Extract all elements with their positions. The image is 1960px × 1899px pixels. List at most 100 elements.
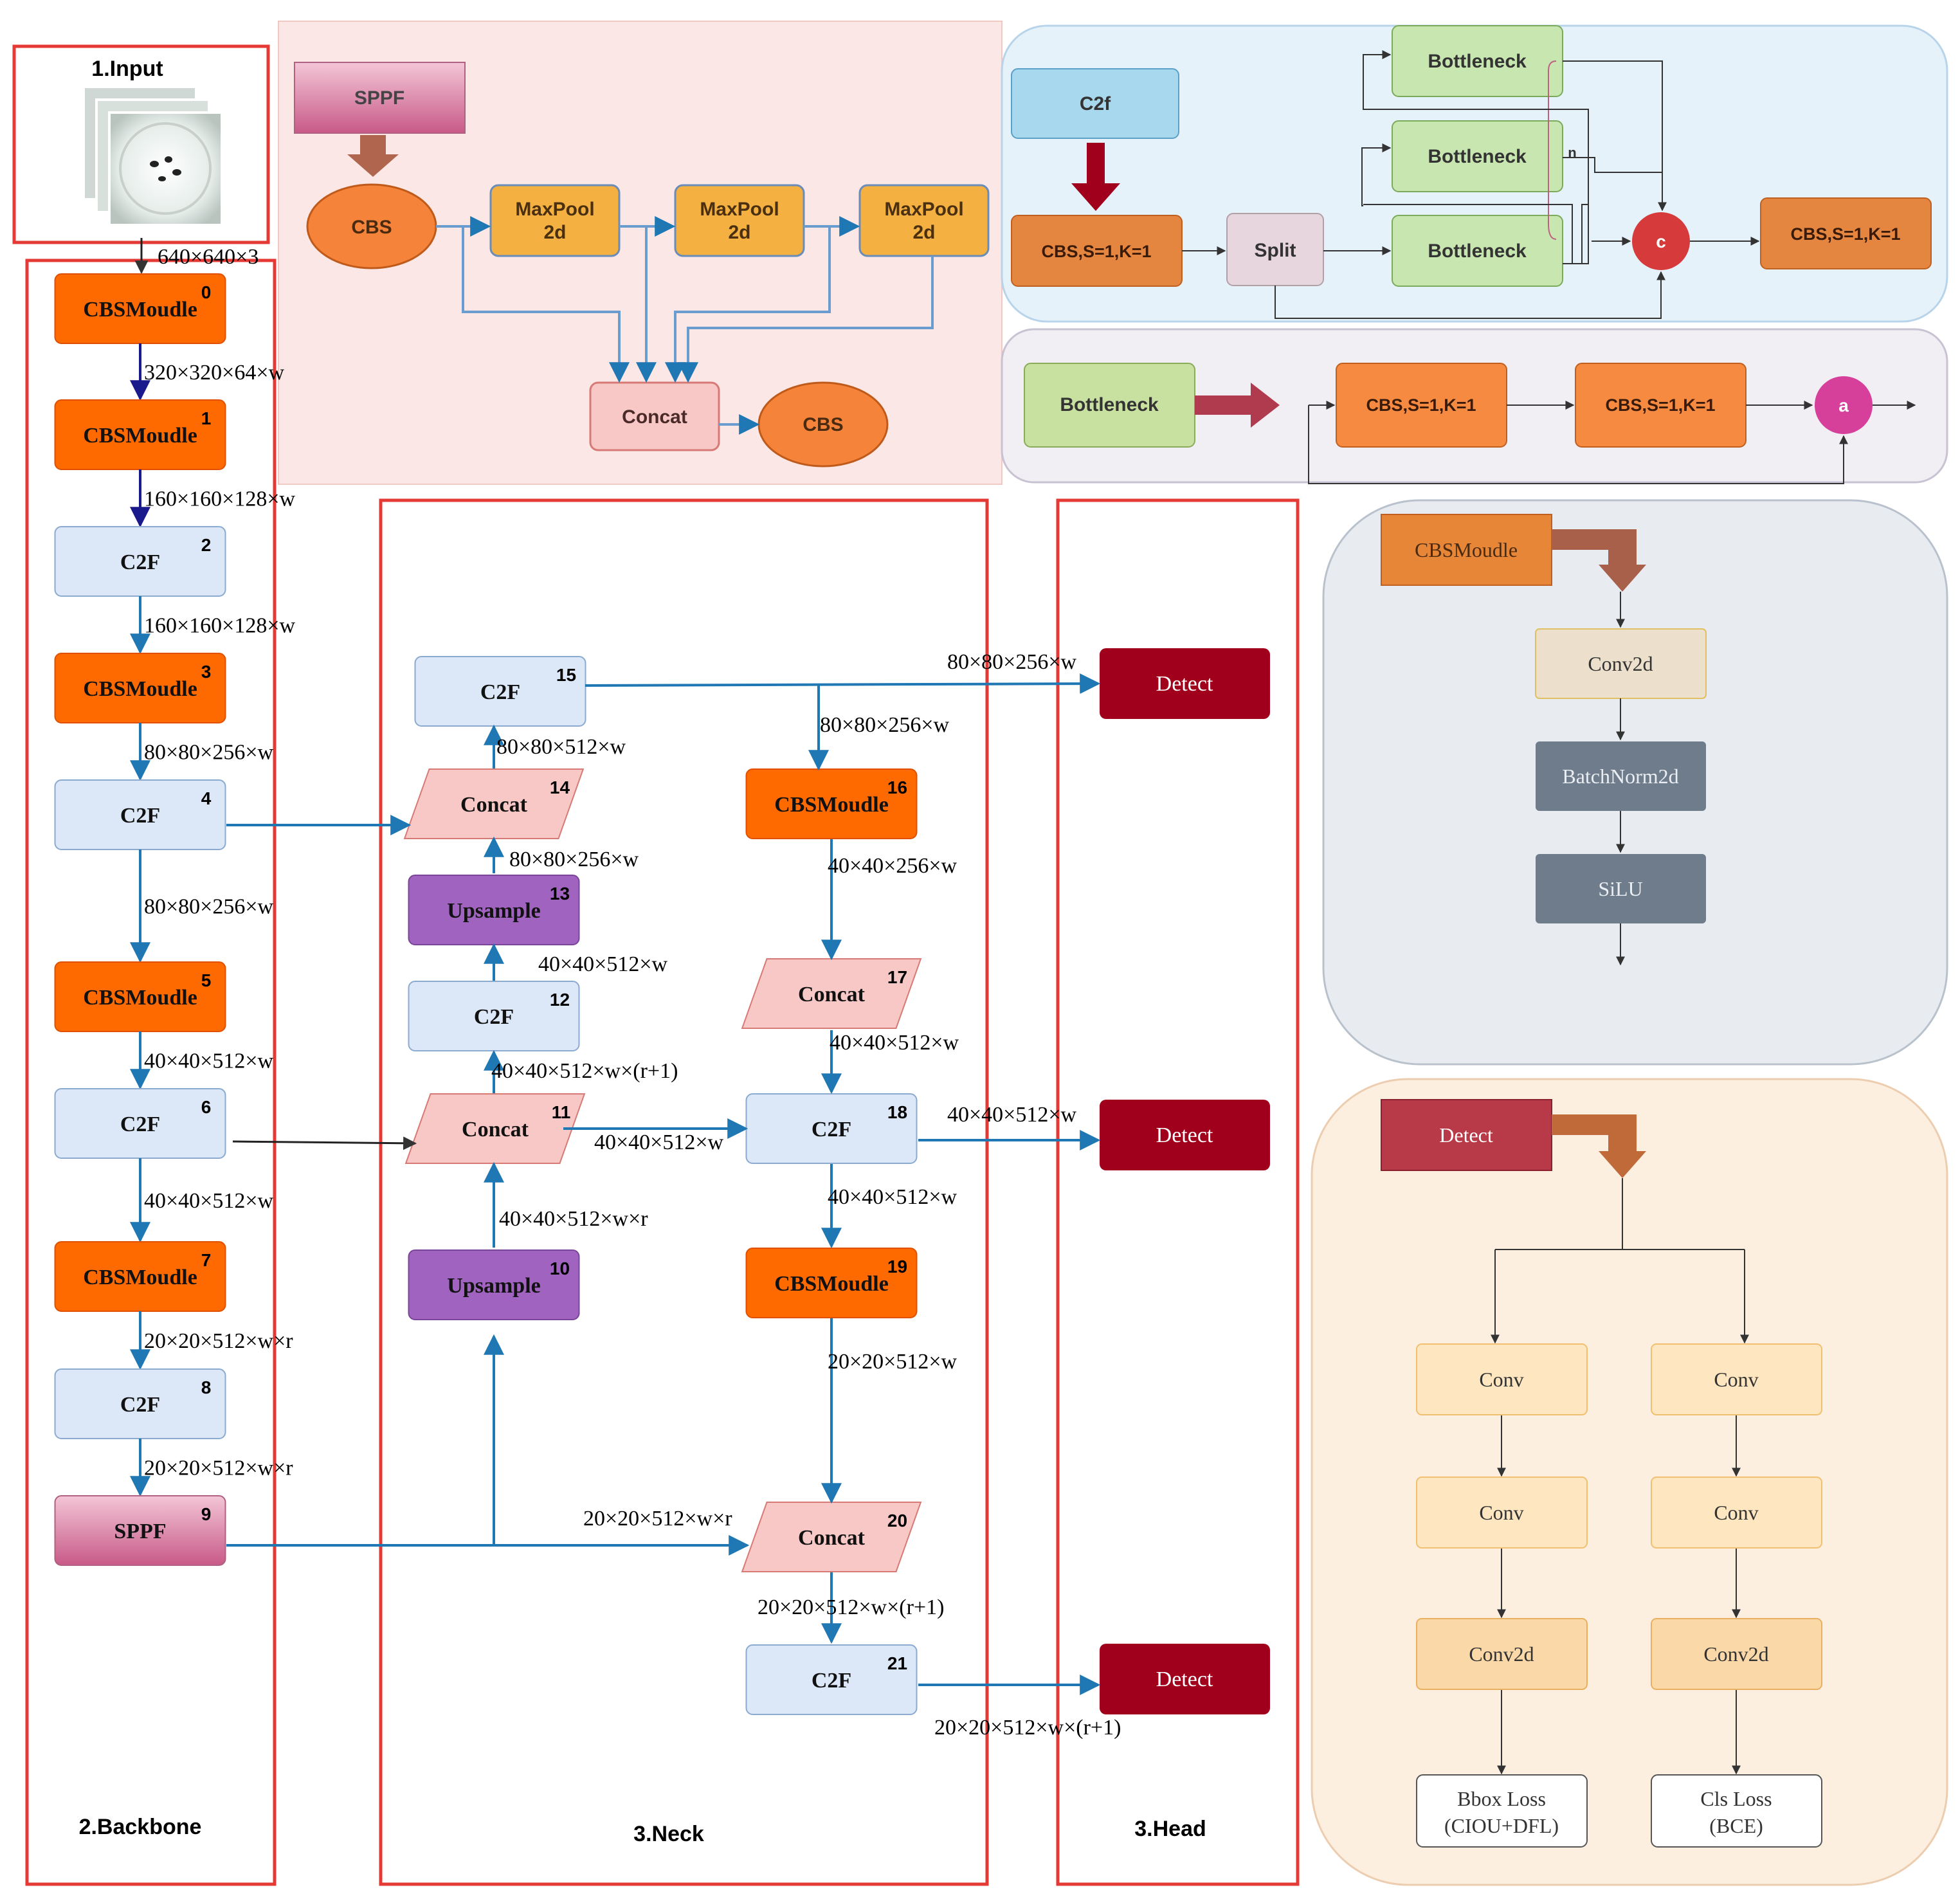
svg-text:BatchNorm2d: BatchNorm2d (1562, 765, 1678, 788)
svg-text:Conv: Conv (1479, 1501, 1523, 1524)
svg-text:Detect: Detect (1156, 1667, 1213, 1691)
c2f-concat-c (1632, 212, 1690, 270)
label-16-17: 40×40×256×w (828, 854, 957, 878)
node-label-backbone-0: CBSMoudle (83, 298, 197, 322)
neck-title: 3.Neck (633, 1822, 704, 1846)
node-index-neck-21: 21 (887, 1653, 907, 1673)
cls-loss-line2: (BCE) (1709, 1814, 1763, 1837)
label-18-detect: 40×40×512×w (947, 1103, 1077, 1127)
node-index-backbone-1: 1 (201, 408, 212, 428)
svg-text:Detect: Detect (1156, 672, 1213, 696)
node-label-backbone-8: C2F (120, 1393, 160, 1417)
backbone-title: 2.Backbone (79, 1815, 202, 1839)
backbone-frame (25, 259, 277, 1886)
maxpool-2 (674, 184, 805, 257)
bottleneck-panel: Bottleneck CBS,S=1,K=1 CBS,S=1,K=1 a (1024, 363, 1916, 484)
input-title: 1.Input (91, 57, 163, 81)
label-21-detect: 20×20×512×w×(r+1) (934, 1716, 1121, 1740)
node-label-neck-18: C2F (812, 1118, 851, 1141)
bottleneck-2 (1392, 120, 1563, 192)
backbone-shape-label-1: 160×160×128×w (144, 487, 296, 511)
svg-text:CBS: CBS (803, 414, 843, 435)
node-label-backbone-3: CBSMoudle (83, 677, 197, 701)
node-index-neck-10: 10 (550, 1258, 570, 1278)
label-14-15: 80×80×512×w (496, 735, 626, 759)
down-arrow-icon (1552, 529, 1646, 592)
node-label-backbone-4: C2F (120, 804, 160, 828)
label-15-detect: 80×80×256×w (947, 650, 1077, 674)
bottleneck-3 (1392, 215, 1563, 287)
neck-frame (379, 498, 989, 1886)
node-index-neck-18: 18 (887, 1102, 907, 1122)
head-frame (1056, 498, 1300, 1886)
petri-dish-image-icon (82, 86, 223, 226)
svg-text:CBS,S=1,K=1: CBS,S=1,K=1 (1366, 395, 1476, 415)
node-index-backbone-5: 5 (201, 970, 212, 990)
head-title: 3.Head (1134, 1817, 1206, 1841)
svg-text:Bottleneck: Bottleneck (1428, 51, 1527, 72)
detect-conv-r1 (1651, 1343, 1822, 1415)
label-15-16: 80×80×256×w (820, 713, 950, 737)
node-index-backbone-7: 7 (201, 1250, 212, 1270)
label-13-14: 80×80×256×w (509, 848, 639, 871)
node-label-neck-15: C2F (480, 680, 520, 704)
node-label-backbone-9: SPPF (114, 1520, 166, 1543)
node-label-neck-14: Concat (460, 793, 528, 817)
svg-text:Detect: Detect (1156, 1123, 1213, 1147)
svg-text:Conv2d: Conv2d (1469, 1642, 1534, 1666)
bbox-loss-line1: Bbox Loss (1457, 1787, 1546, 1810)
node-label-neck-11: Concat (462, 1118, 529, 1141)
sppf-panel-title: SPPF (354, 87, 404, 109)
svg-text:Conv: Conv (1714, 1368, 1758, 1391)
svg-text:Bottleneck: Bottleneck (1428, 241, 1527, 262)
detect-conv2d-l (1416, 1618, 1588, 1690)
detect-box-2: Detect (1100, 1100, 1270, 1170)
node-index-backbone-0: 0 (201, 282, 212, 302)
node-label-neck-10: Upsample (447, 1274, 540, 1298)
detect-conv-r2 (1651, 1476, 1822, 1549)
svg-text:Bottleneck: Bottleneck (1428, 146, 1527, 167)
label-12-13: 40×40×512×w (538, 952, 668, 976)
down-arrow-icon (347, 135, 399, 177)
label-10-11: 40×40×512×w×r (499, 1207, 648, 1231)
detect-box-1: Detect (1100, 648, 1270, 719)
cbs-panel: CBSMoudle Conv2d BatchNorm2d SiLU (1381, 514, 1707, 966)
input-size-label: 640×640×3 (158, 245, 259, 269)
detect-box-3: Detect (1100, 1644, 1270, 1714)
node-label-backbone-5: CBSMoudle (83, 986, 197, 1010)
node-neck-18: C2F 18 (745, 1093, 918, 1164)
down-arrow-icon (1552, 1114, 1646, 1178)
node-label-neck-19: CBSMoudle (774, 1272, 889, 1296)
backbone-shape-label-5: 40×40×512×w (144, 1049, 274, 1073)
node-label-backbone-2: C2F (120, 550, 160, 574)
c2f-panel: C2f CBS,S=1,K=1 Split Bottleneck Bottlen… (1011, 25, 1932, 319)
node-index-backbone-6: 6 (201, 1097, 212, 1117)
backbone-shape-label-0: 320×320×64×w (144, 361, 285, 385)
node-label-backbone-7: CBSMoudle (83, 1266, 197, 1289)
maxpool-1 (489, 184, 621, 257)
svg-text:Concat: Concat (622, 406, 687, 428)
node-index-neck-12: 12 (550, 990, 570, 1010)
node-index-backbone-3: 3 (201, 662, 212, 682)
bbox-loss-line2: (CIOU+DFL) (1444, 1814, 1559, 1837)
detect-conv-l1 (1416, 1343, 1588, 1415)
neck-group: Upsample10Concat11C2F12Upsample13Concat1… (403, 656, 922, 1715)
node-neck-10: Upsample 10 (408, 1249, 580, 1320)
svg-text:c: c (1656, 232, 1666, 251)
backbone-shape-label-8: 20×20×512×w×r (144, 1457, 293, 1480)
detect-panel: Detect Conv Conv Conv Co (1381, 1099, 1822, 1848)
